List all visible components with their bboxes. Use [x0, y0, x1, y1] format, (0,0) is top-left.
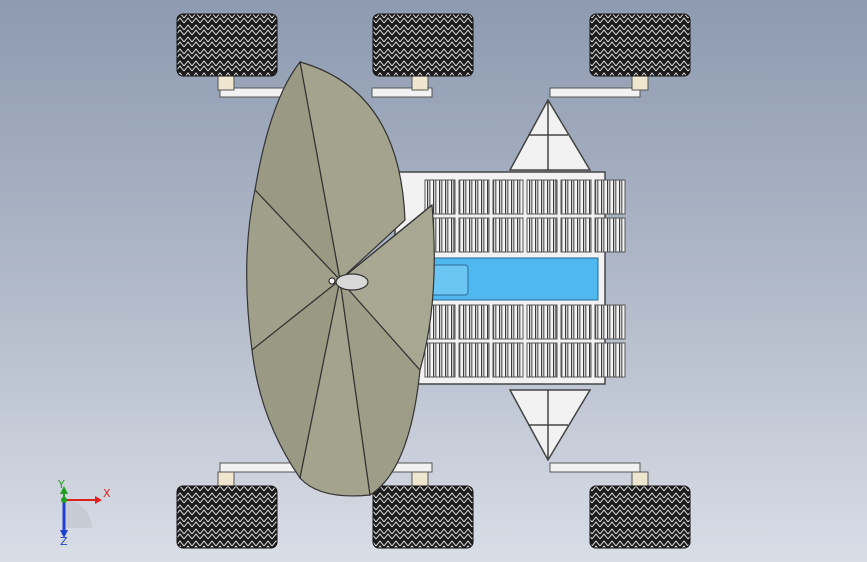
- solar-cell: [560, 217, 592, 253]
- tire-icon: [372, 485, 474, 549]
- y-axis-label: Y: [57, 478, 65, 491]
- solar-cell: [492, 342, 524, 378]
- axis-triad-icon: X Y Z: [57, 478, 111, 548]
- solar-cell: [560, 342, 592, 378]
- tire-icon: [589, 485, 691, 549]
- solar-cell: [458, 304, 490, 340]
- z-axis-label: Z: [60, 535, 68, 548]
- suspension-arms: [219, 87, 641, 473]
- solar-cell: [492, 217, 524, 253]
- solar-cell: [560, 179, 592, 215]
- solar-cell: [458, 342, 490, 378]
- solar-cell: [492, 304, 524, 340]
- solar-cell: [594, 304, 626, 340]
- x-axis-label: X: [103, 487, 111, 500]
- solar-cell: [526, 342, 558, 378]
- tire-icon: [176, 485, 278, 549]
- tire-icon: [176, 13, 278, 77]
- solar-cell: [560, 304, 592, 340]
- tire-icon: [372, 13, 474, 77]
- solar-cell: [526, 179, 558, 215]
- truss-brackets: [508, 98, 592, 462]
- solar-cell: [492, 179, 524, 215]
- solar-cell: [424, 342, 456, 378]
- solar-cell: [526, 217, 558, 253]
- solar-cell: [458, 217, 490, 253]
- solar-cell: [594, 217, 626, 253]
- solar-cell: [594, 179, 626, 215]
- solar-cell: [594, 342, 626, 378]
- antenna-dish-icon: [246, 60, 435, 497]
- solar-cell: [526, 304, 558, 340]
- solar-cell: [458, 179, 490, 215]
- wheels: [176, 13, 691, 549]
- tire-icon: [589, 13, 691, 77]
